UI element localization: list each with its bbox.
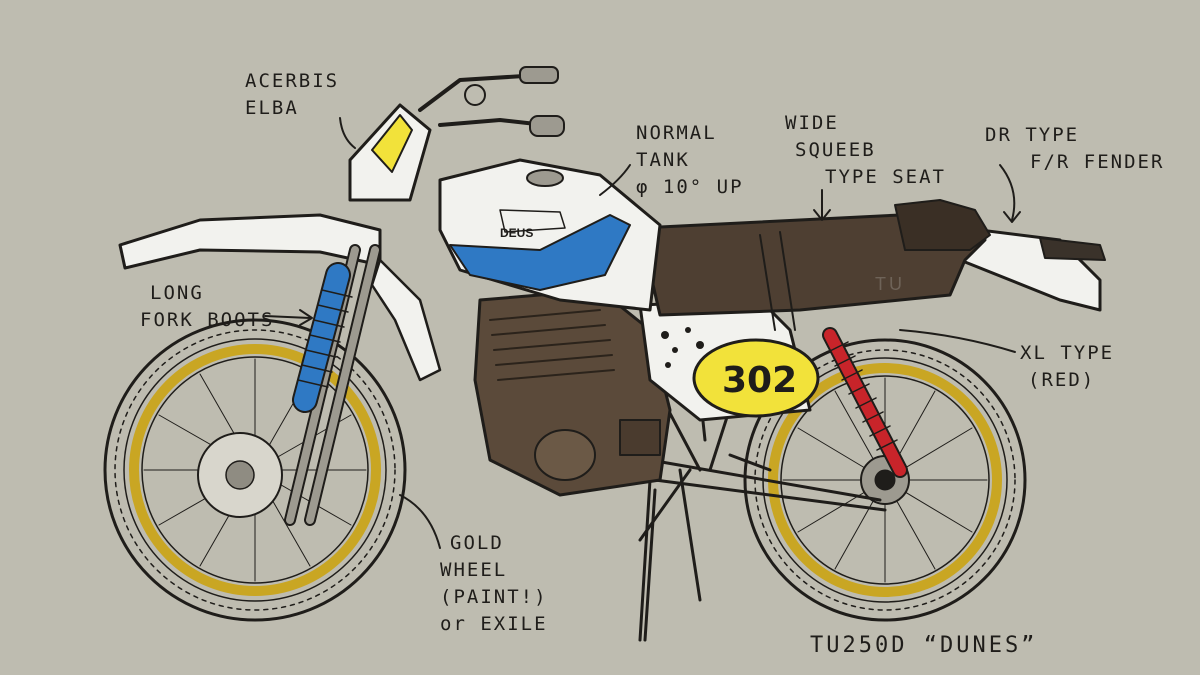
handlebars <box>418 66 565 137</box>
rear-shock <box>822 327 908 478</box>
note-shock-line-1: XL TYPE <box>1020 342 1115 364</box>
note-fender-line-2: F/R FENDER <box>1030 151 1165 173</box>
note-wheel-line-3: (PAINT!) <box>440 586 548 608</box>
note-wheel-line-1: GOLD <box>450 532 504 554</box>
headlight-plate <box>348 103 432 202</box>
note-dr-fender: DR TYPE F/R FENDER <box>985 122 1164 176</box>
note-tank-line-2: TANK <box>636 149 690 171</box>
model-title-text: TU250D “DUNES” <box>810 633 1038 658</box>
note-acerbis-elba: ACERBIS ELBA <box>245 68 339 122</box>
note-normal-tank: NORMAL TANK φ 10° UP <box>636 120 744 201</box>
front-fork <box>284 244 381 526</box>
note-acerbis-line-1: ACERBIS <box>245 70 340 92</box>
side-cover-mark: TU <box>875 274 905 294</box>
side-cover <box>638 298 820 422</box>
seat <box>638 199 991 331</box>
model-title: TU250D “DUNES” <box>810 632 1037 659</box>
number-plate <box>692 338 820 418</box>
note-seat-line-2: SQUEEB <box>795 139 876 161</box>
note-wide-seat: WIDE SQUEEB TYPE SEAT <box>785 110 946 191</box>
note-gold-wheel: GOLD WHEEL (PAINT!) or EXILE <box>440 530 548 638</box>
note-tank-line-1: NORMAL <box>636 122 717 144</box>
leader-lines <box>264 117 1021 549</box>
note-seat-line-3: TYPE SEAT <box>825 166 946 188</box>
note-wheel-line-4: or EXILE <box>440 613 548 635</box>
tank-badge: DEUS <box>500 226 533 240</box>
note-long-fork-boots: LONG FORK BOOTS <box>140 280 274 334</box>
note-acerbis-line-2: ELBA <box>245 97 299 119</box>
number-plate-text: 302 <box>722 360 797 401</box>
tank <box>438 158 662 312</box>
note-seat-line-1: WIDE <box>785 112 839 134</box>
front-wheel <box>103 318 407 622</box>
kickstand <box>643 453 772 642</box>
note-tank-line-3: φ 10° UP <box>636 176 744 198</box>
note-fork-line-1: LONG <box>150 282 204 304</box>
note-shock-line-2: (RED) <box>1028 369 1096 391</box>
note-xl-shock: XL TYPE (RED) <box>1020 340 1114 394</box>
note-fender-line-1: DR TYPE <box>985 124 1080 146</box>
note-fork-line-2: FORK BOOTS <box>140 309 275 331</box>
note-wheel-line-2: WHEEL <box>440 559 508 581</box>
